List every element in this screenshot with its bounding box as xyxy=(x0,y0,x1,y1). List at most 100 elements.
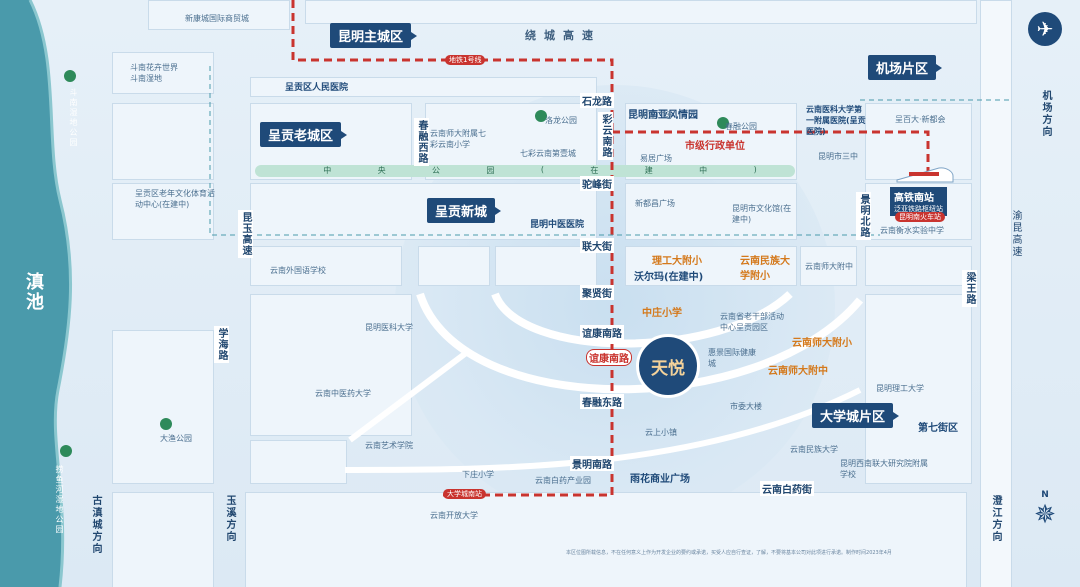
district-chenggong-new: 呈贡新城 xyxy=(427,198,502,223)
block xyxy=(250,440,347,484)
center-road-label: 谊康南路 xyxy=(586,349,632,366)
poi: 云南外国语学校 xyxy=(270,266,326,275)
tree-icon xyxy=(60,445,72,457)
poi: 新亚广场 xyxy=(640,111,672,120)
poi: 云南开放大学 xyxy=(430,511,478,520)
road-jingming-south: 景明南路 xyxy=(570,456,614,471)
poi: 易居广场 xyxy=(640,154,672,163)
poi-shida-fuxiao: 云南师大附小 xyxy=(792,338,852,349)
block xyxy=(250,246,402,286)
road-chunrong-east: 春融东路 xyxy=(580,394,624,409)
road-caiyun-south: 彩云南路 xyxy=(598,112,613,160)
poi-zhongzhuang: 中庄小学 xyxy=(642,308,682,319)
dir-chengjiang: 澄江方向 xyxy=(990,495,1001,543)
road-yukun: 渝昆高速 xyxy=(1010,210,1021,258)
poi-walmart: 沃尔玛(在建中) xyxy=(634,272,704,283)
poi: 云南民族大学 xyxy=(790,445,838,454)
poi-hospital-zhongyi: 昆明中医医院 xyxy=(530,220,585,230)
central-park-strip xyxy=(255,165,795,177)
poi: 云南省老干部活动中心呈贡园区 xyxy=(720,312,784,332)
block xyxy=(980,0,1012,587)
block xyxy=(250,77,597,97)
poi: 七彩云南第壹城 xyxy=(520,149,576,158)
poi: 云上小镇 xyxy=(645,428,677,437)
poi: 云南衡水实验中学 xyxy=(880,226,944,235)
road-xuehai: 学海路 xyxy=(214,326,229,363)
block xyxy=(418,246,490,286)
poi-hospital-renmin: 呈贡区人民医院 xyxy=(285,83,349,93)
footnote: 本区位图所载信息，不在任何意义上作为开发企业的要约或承诺，买受人应自行查证，了解… xyxy=(566,550,892,556)
road-raocheng: 绕城高速 xyxy=(525,29,601,42)
compass-n: N xyxy=(1041,490,1049,500)
poi: 昆明理工大学 xyxy=(876,384,924,393)
central-park-label: 中 央 公 园 ( 在 建 中 ) xyxy=(323,165,757,175)
road-yunnan-baiyao: 云南白药街 xyxy=(760,481,814,496)
road-jingming-north: 景明北路 xyxy=(856,192,871,240)
block xyxy=(245,492,967,587)
poi-shida-fuzhong: 云南师大附中 xyxy=(768,366,828,377)
tree-icon xyxy=(160,418,172,430)
dianchi-lake xyxy=(0,0,73,587)
poi: 斗南湿地 xyxy=(130,74,162,83)
block xyxy=(625,246,797,286)
block xyxy=(865,294,972,484)
block xyxy=(112,492,214,587)
road-yikang-south: 谊康南路 xyxy=(580,325,624,340)
block xyxy=(112,52,214,94)
road-chunrong-west: 春融西路 xyxy=(414,118,429,166)
district-kunming-main: 昆明主城区 xyxy=(330,23,418,48)
block xyxy=(112,183,214,240)
poi: 云南白药产业园 xyxy=(535,476,591,485)
poi: 呈百大·新都会 xyxy=(895,115,946,124)
poi: 昆明医科大学 xyxy=(365,323,413,332)
gaotie-label: 高铁南站 xyxy=(894,193,934,204)
metro-sub-label: 昆明南火车站 xyxy=(895,212,945,222)
poi: 大渔公园 xyxy=(160,434,192,443)
road-shilong: 石龙路 xyxy=(580,93,614,108)
road-juxian: 聚贤街 xyxy=(580,285,614,300)
poi: 斗南湿地公园 xyxy=(69,88,78,148)
district-airport: 机场片区 xyxy=(868,55,943,80)
road-tuofeng: 驼峰街 xyxy=(580,176,614,191)
block xyxy=(112,103,214,180)
block xyxy=(250,183,597,240)
poi: 云南师大附属七彩云南小学 xyxy=(430,129,486,149)
road-kunyu: 昆玉高速 xyxy=(238,210,253,258)
block xyxy=(148,0,290,30)
block xyxy=(305,0,977,24)
block xyxy=(112,330,214,484)
poi: 斗南花卉世界 xyxy=(130,63,178,72)
poi: 下庄小学 xyxy=(462,470,494,479)
tree-icon xyxy=(64,70,76,82)
poi: 昆明市文化馆(在建中) xyxy=(732,204,792,224)
poi: 新都昌广场 xyxy=(635,199,675,208)
train-icon xyxy=(896,167,954,183)
compass-rose-icon: ✵ xyxy=(1034,500,1056,530)
poi: 呈贡区老年文化体育活动中心(在建中) xyxy=(135,189,215,209)
tree-icon xyxy=(717,117,729,129)
poi-ligong: 理工大附小 xyxy=(652,256,702,267)
dir-gudian: 古滇城方向 xyxy=(90,495,101,555)
poi: 惠景国际健康城 xyxy=(708,348,756,368)
poi: 昆明市三中 xyxy=(818,152,858,161)
poi: 洛龙公园 xyxy=(545,116,577,125)
poi: 新康城国际商贸城 xyxy=(185,14,249,23)
tree-icon xyxy=(535,110,547,122)
district-chenggong-old: 呈贡老城区 xyxy=(260,122,348,147)
lake-name: 滇池 xyxy=(23,272,44,312)
dir-yuxi: 玉溪方向 xyxy=(224,495,235,543)
poi-hospital-fuyi: 云南医科大学第一附属医院(呈贡医院) xyxy=(806,105,866,136)
block xyxy=(625,183,797,240)
poi-yuhua: 雨花商业广场 xyxy=(630,474,690,485)
road-liangwang: 梁王路 xyxy=(962,270,977,307)
poi: 春融公园 xyxy=(725,122,757,131)
dir-airport: 机场方向 xyxy=(1040,90,1051,138)
poi: 云南师大附中 xyxy=(805,262,853,271)
poi: 捞鱼河湿地公园 xyxy=(55,465,64,535)
gaotie-box: 高铁南站 泛亚铁路枢纽站 xyxy=(890,187,947,216)
poi-gov: 市级行政单位 xyxy=(685,141,745,152)
block xyxy=(800,246,857,286)
block xyxy=(865,103,972,180)
